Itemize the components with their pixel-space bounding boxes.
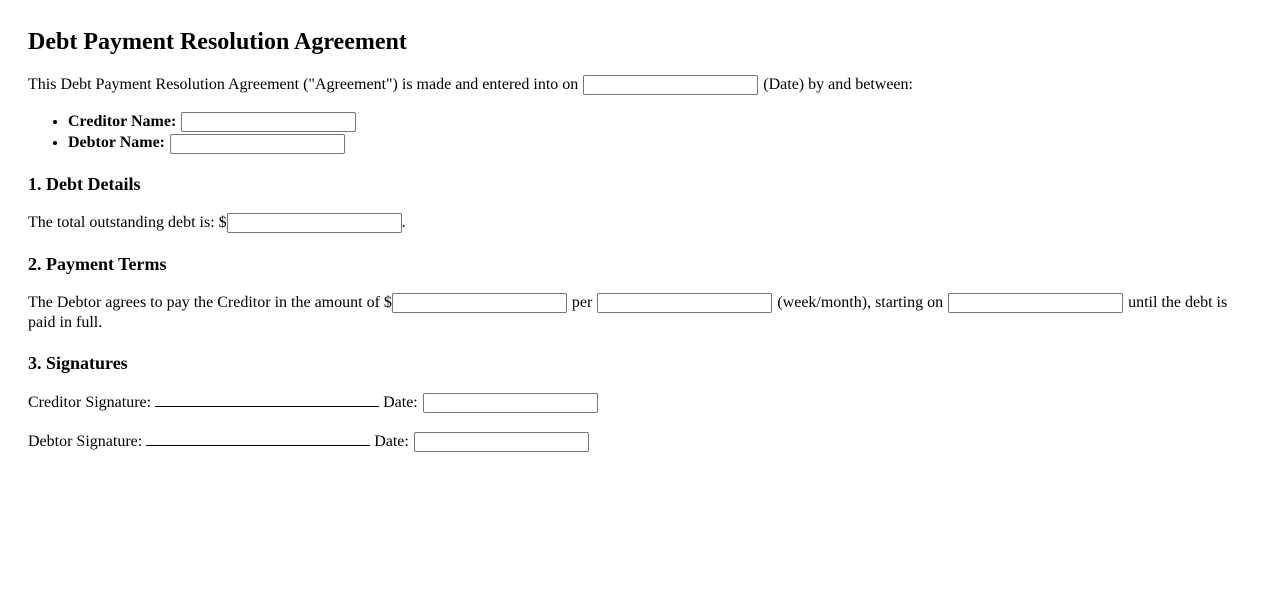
debtor-name-input[interactable]	[170, 133, 346, 154]
payment-frequency-input[interactable]	[597, 293, 773, 314]
intro-text-after: (Date) by and between:	[763, 76, 913, 93]
intro-text-before: This Debt Payment Resolution Agreement (…	[28, 76, 579, 93]
creditor-name-input[interactable]	[181, 112, 357, 133]
agreement-date-input[interactable]	[583, 75, 759, 96]
debtor-signature-line[interactable]	[146, 431, 371, 446]
page-title: Debt Payment Resolution Agreement	[28, 29, 407, 55]
section-heading-signatures: 3. Signatures	[28, 353, 128, 373]
debt-total-text: The total outstanding debt is: $	[28, 214, 227, 231]
section-heading-payment-terms: 2. Payment Terms	[28, 254, 167, 274]
payment-text-1: The Debtor agrees to pay the Creditor in…	[28, 294, 392, 311]
debtor-signature-row: Debtor Signature: Date:	[28, 431, 590, 453]
debtor-signature-label: Debtor Signature:	[28, 433, 143, 450]
creditor-list-item: Creditor Name:	[68, 111, 357, 133]
payment-text-per: per	[571, 294, 593, 311]
intro-paragraph: This Debt Payment Resolution Agreement (…	[28, 75, 913, 96]
payment-text-until: until the debt is paid in full.	[28, 294, 1228, 332]
debt-amount-input[interactable]	[226, 213, 402, 234]
debt-details-paragraph: The total outstanding debt is: $.	[28, 213, 406, 234]
creditor-name-label: Creditor Name:	[68, 113, 177, 130]
payment-start-date-input[interactable]	[948, 293, 1124, 314]
section-heading-debt-details: 1. Debt Details	[28, 174, 141, 194]
payment-text-starting: (week/month), starting on	[777, 294, 944, 311]
creditor-signature-row: Creditor Signature: Date:	[28, 392, 599, 414]
parties-list: Creditor Name: Debtor Name:	[28, 111, 357, 154]
debt-total-period: .	[401, 214, 406, 231]
payment-terms-paragraph: The Debtor agrees to pay the Creditor in…	[28, 293, 1250, 333]
creditor-signature-label: Creditor Signature:	[28, 394, 152, 411]
debtor-date-label: Date:	[374, 433, 409, 450]
debtor-list-item: Debtor Name:	[68, 132, 357, 154]
debtor-date-input[interactable]	[413, 432, 589, 453]
creditor-date-input[interactable]	[422, 393, 598, 414]
debtor-name-label: Debtor Name:	[68, 134, 166, 152]
creditor-signature-line[interactable]	[155, 392, 380, 407]
creditor-date-label: Date:	[383, 394, 418, 411]
payment-amount-input[interactable]	[391, 293, 567, 314]
